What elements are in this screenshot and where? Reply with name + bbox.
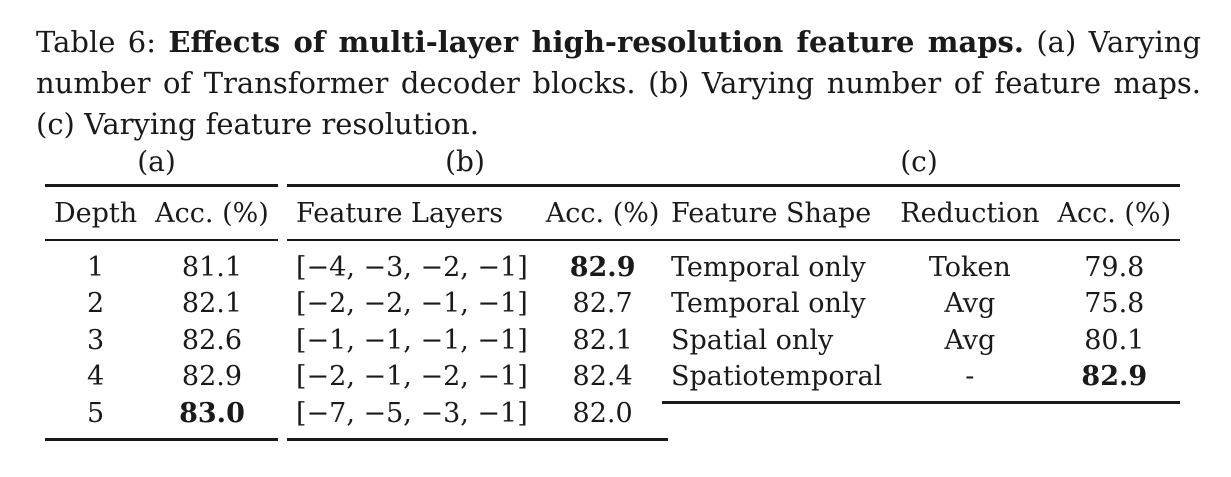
- table-row: Temporal only Token 79.8: [662, 240, 1180, 286]
- subtable-a-label: (a): [137, 145, 176, 178]
- depth-cell: 2: [86, 288, 105, 320]
- header-acc: Acc. (%): [536, 185, 669, 241]
- table-row: 2 82.1: [45, 286, 278, 323]
- feature-layers-cell: [−1, −1, −1, −1]: [296, 324, 528, 356]
- feature-shape-cell: Spatial only: [671, 324, 834, 356]
- header-reduction: Reduction: [891, 185, 1049, 241]
- feature-shape-table: Feature Shape Reduction Acc. (%) Tempora…: [662, 184, 1181, 404]
- depth-cell: 5: [86, 397, 105, 429]
- feature-layers-cell: [−4, −3, −2, −1]: [296, 251, 528, 283]
- header-feature-layers: Feature Layers: [287, 185, 537, 241]
- header-acc: Acc. (%): [1048, 185, 1181, 241]
- table-row: 3 82.6: [45, 322, 278, 359]
- acc-cell: 82.0: [572, 397, 633, 429]
- feature-shape-cell: Temporal only: [671, 288, 866, 320]
- depth-cell: 3: [86, 324, 105, 356]
- feature-layers-table: Feature Layers Acc. (%) [−4, −3, −2, −1]…: [287, 184, 669, 441]
- caption-prefix: Table 6:: [36, 25, 169, 59]
- acc-cell-best: 83.0: [179, 397, 245, 429]
- depth-cell: 4: [86, 361, 105, 393]
- acc-cell: 80.1: [1084, 324, 1145, 356]
- table-row: Spatiotemporal - 82.9: [662, 359, 1180, 403]
- acc-cell: 81.1: [181, 251, 243, 283]
- subtable-b: (b) Feature Layers Acc. (%) [−4, −3, −2,…: [287, 140, 669, 441]
- table-row: [−2, −2, −1, −1] 82.7: [287, 286, 668, 323]
- subtable-c-label: (c): [900, 145, 938, 178]
- table-row: Spatial only Avg 80.1: [662, 322, 1180, 359]
- depth-table: Depth Acc. (%) 1 81.1 2 82.1 3 82.6 4 82…: [45, 184, 278, 441]
- table-row: [−7, −5, −3, −1] 82.0: [287, 395, 668, 439]
- header-depth: Depth: [45, 185, 147, 241]
- acc-cell-best: 82.9: [569, 251, 636, 283]
- reduction-cell: -: [965, 361, 975, 393]
- caption-title: Effects of multi-layer high-resolution f…: [168, 25, 1024, 59]
- acc-cell-best: 82.9: [1081, 361, 1148, 393]
- feature-shape-cell: Spatiotemporal: [671, 361, 883, 393]
- feature-layers-cell: [−2, −2, −1, −1]: [296, 288, 528, 320]
- acc-cell: 75.8: [1084, 288, 1145, 320]
- subtable-c: (c) Feature Shape Reduction Acc. (%) Tem…: [662, 140, 1181, 404]
- table-row: [−2, −1, −2, −1] 82.4: [287, 359, 668, 396]
- subtable-a: (a) Depth Acc. (%) 1 81.1 2 82.1 3 82.6 …: [45, 140, 278, 441]
- acc-cell: 82.4: [572, 361, 633, 393]
- feature-layers-cell: [−7, −5, −3, −1]: [296, 397, 528, 429]
- table-row: 5 83.0: [45, 395, 278, 439]
- acc-cell: 79.8: [1084, 251, 1145, 283]
- header-acc: Acc. (%): [146, 185, 278, 241]
- table-row: [−1, −1, −1, −1] 82.1: [287, 322, 668, 359]
- caption-body: (a) Varying number of Transformer decode…: [36, 25, 1202, 141]
- acc-cell: 82.9: [181, 361, 243, 393]
- reduction-cell: Avg: [944, 288, 996, 320]
- acc-cell: 82.7: [572, 288, 633, 320]
- feature-layers-cell: [−2, −1, −2, −1]: [296, 361, 528, 393]
- table-row: 4 82.9: [45, 359, 278, 396]
- reduction-cell: Avg: [944, 324, 996, 356]
- table-caption: Table 6: Effects of multi-layer high-res…: [36, 22, 1201, 145]
- table-row: [−4, −3, −2, −1] 82.9: [287, 240, 668, 286]
- acc-cell: 82.1: [181, 288, 243, 320]
- subtable-b-label: (b): [445, 145, 485, 178]
- acc-cell: 82.6: [181, 324, 243, 356]
- acc-cell: 82.1: [572, 324, 633, 356]
- feature-shape-cell: Temporal only: [671, 251, 866, 283]
- reduction-cell: Token: [928, 251, 1011, 283]
- header-feature-shape: Feature Shape: [662, 185, 892, 241]
- table-row: 1 81.1: [45, 240, 278, 286]
- table-row: Temporal only Avg 75.8: [662, 286, 1180, 323]
- depth-cell: 1: [86, 251, 105, 283]
